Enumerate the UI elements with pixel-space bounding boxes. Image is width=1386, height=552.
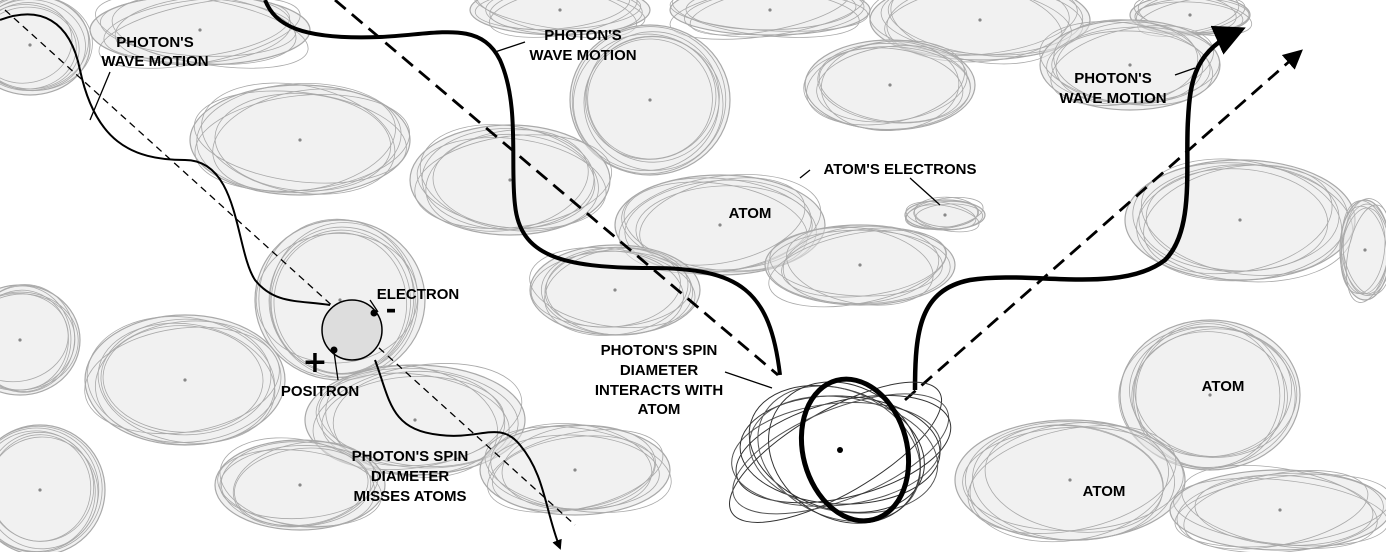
pair-sphere bbox=[321, 299, 383, 361]
orbit-ring bbox=[731, 402, 942, 507]
label-wave-mid-2: WAVE MOTION bbox=[529, 47, 636, 64]
electron-dot bbox=[370, 309, 378, 317]
electron-positron-pair: - + bbox=[302, 295, 396, 380]
label-wave-left-2: WAVE MOTION bbox=[101, 53, 208, 70]
orbit-ring bbox=[739, 395, 941, 505]
main-dashed-trajectory-in bbox=[334, 0, 779, 377]
left-dashed-trajectory bbox=[4, 9, 576, 526]
positron-dot bbox=[330, 346, 338, 354]
orbit-ring bbox=[757, 385, 921, 523]
background-atom bbox=[254, 218, 426, 381]
background-atom bbox=[1339, 198, 1386, 303]
label-spin-misses-3: MISSES ATOMS bbox=[353, 488, 466, 505]
label-atoms-electrons: ATOM'S ELECTRONS bbox=[823, 161, 976, 178]
label-electron: ELECTRON bbox=[377, 286, 460, 303]
leader-lines bbox=[89, 41, 1196, 389]
label-atom-c: ATOM bbox=[1083, 483, 1126, 500]
background-atom bbox=[479, 423, 672, 516]
background-atom bbox=[89, 0, 311, 69]
background-atom bbox=[569, 24, 731, 176]
positron-sign: + bbox=[302, 345, 327, 380]
background-atom bbox=[1124, 158, 1356, 283]
background-atom bbox=[803, 39, 976, 132]
label-spin-interacts-4: ATOM bbox=[638, 401, 681, 418]
background-atom bbox=[409, 124, 613, 236]
left-photon-wave bbox=[0, 13, 331, 306]
label-wave-left-1: PHOTON'S bbox=[116, 34, 193, 51]
left-photon-wave-exit bbox=[374, 359, 562, 550]
background-atom bbox=[469, 0, 651, 39]
background-atom bbox=[0, 284, 81, 396]
background-atom bbox=[954, 419, 1186, 543]
electron-sign: - bbox=[386, 295, 397, 325]
label-wave-right-2: WAVE MOTION bbox=[1059, 90, 1166, 107]
main-photon-wave-out bbox=[912, 25, 1246, 391]
orbit-ring bbox=[735, 394, 952, 504]
background-atom bbox=[904, 196, 986, 233]
orbit-ring bbox=[732, 393, 950, 515]
background-atom bbox=[1039, 19, 1221, 111]
label-spin-interacts-1: PHOTON'S SPIN bbox=[601, 342, 718, 359]
background-atom bbox=[189, 82, 411, 196]
interacting-atom bbox=[729, 376, 952, 524]
nucleus bbox=[837, 447, 843, 453]
background-atom bbox=[304, 363, 526, 478]
label-atom-a: ATOM bbox=[729, 205, 772, 222]
label-spin-misses-2: DIAMETER bbox=[371, 468, 450, 485]
background-atom bbox=[1169, 464, 1386, 552]
photon-paths bbox=[0, 0, 1303, 550]
label-spin-misses-1: PHOTON'S SPIN bbox=[352, 448, 469, 465]
label-wave-right-1: PHOTON'S bbox=[1074, 70, 1151, 87]
background-atom bbox=[0, 424, 106, 552]
background-atom bbox=[764, 224, 956, 308]
background-atom bbox=[1118, 319, 1301, 471]
background-atom bbox=[214, 437, 386, 531]
background-atom bbox=[0, 0, 93, 96]
spin-loop bbox=[798, 376, 912, 524]
main-photon-wave bbox=[263, 0, 782, 376]
label-spin-interacts-3: INTERACTS WITH bbox=[595, 382, 723, 399]
label-spin-interacts-2: DIAMETER bbox=[620, 362, 699, 379]
label-positron: POSITRON bbox=[281, 383, 359, 400]
label-atom-b: ATOM bbox=[1202, 378, 1245, 395]
label-wave-mid-1: PHOTON'S bbox=[544, 27, 621, 44]
background-atom bbox=[84, 314, 286, 446]
diagram-labels: PHOTON'S WAVE MOTION PHOTON'S WAVE MOTIO… bbox=[101, 27, 1244, 505]
